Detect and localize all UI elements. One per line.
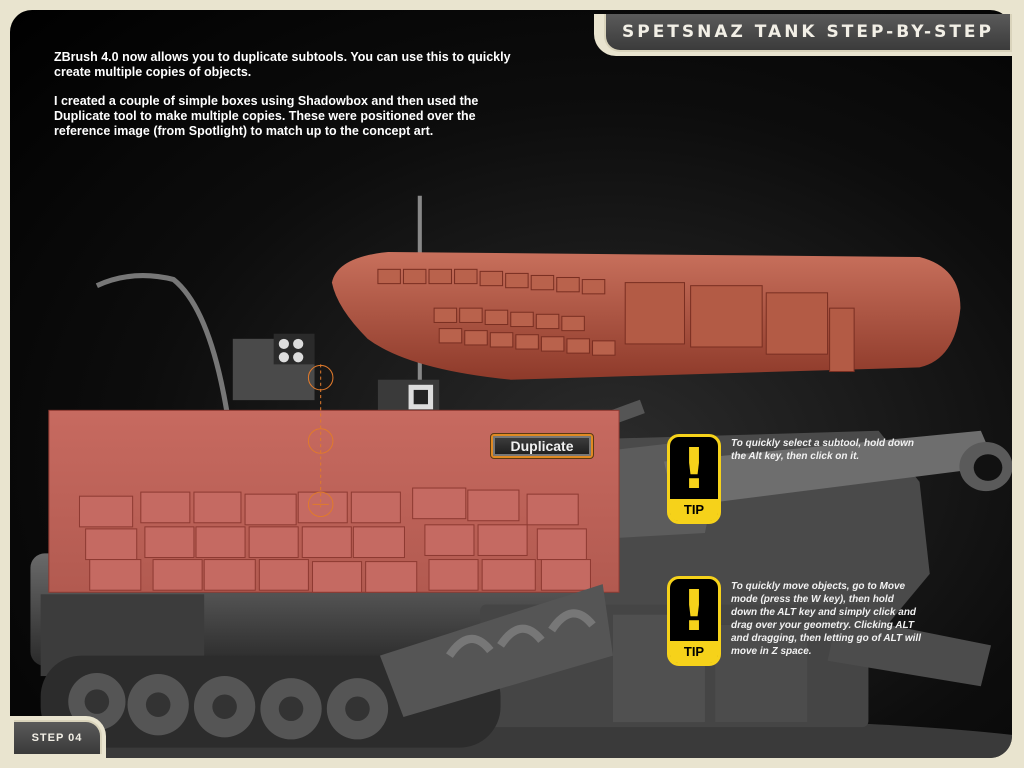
tank-scene [30, 195, 1012, 758]
turret-and-gun [232, 333, 1012, 539]
tip-label-1: TIP [670, 499, 718, 521]
tip-text-2: To quickly move objects, go to Move mode… [731, 581, 921, 657]
front-dozer-teeth [379, 584, 992, 717]
tip-text-1: To quickly select a subtool, hold down t… [731, 438, 914, 462]
clay-armor-upper [331, 251, 961, 380]
title-bar: SPETSNAZ TANK STEP-BY-STEP [604, 14, 1012, 52]
duplicate-button[interactable]: Duplicate [490, 433, 594, 459]
step-bar: STEP 04 [14, 720, 102, 754]
tip-label-2: TIP [670, 641, 718, 663]
intro-paragraph-1: ZBrush 4.0 now allows you to duplicate s… [54, 50, 511, 79]
tip-badge-2: ! TIP [667, 576, 721, 666]
step-label: STEP 04 [31, 732, 83, 744]
intro-paragraph-2: I created a couple of simple boxes using… [54, 94, 479, 138]
page-title: SPETSNAZ TANK STEP-BY-STEP [621, 22, 994, 42]
exclamation-icon: ! [681, 437, 707, 502]
intro-text: ZBrush 4.0 now allows you to duplicate s… [54, 50, 514, 153]
clay-armor-side-skirt [48, 364, 620, 593]
exclamation-icon: ! [681, 579, 707, 644]
antenna [95, 273, 230, 411]
tip-badge-1: ! TIP [667, 434, 721, 524]
image-frame [10, 10, 1012, 758]
track-wheels [40, 655, 501, 748]
